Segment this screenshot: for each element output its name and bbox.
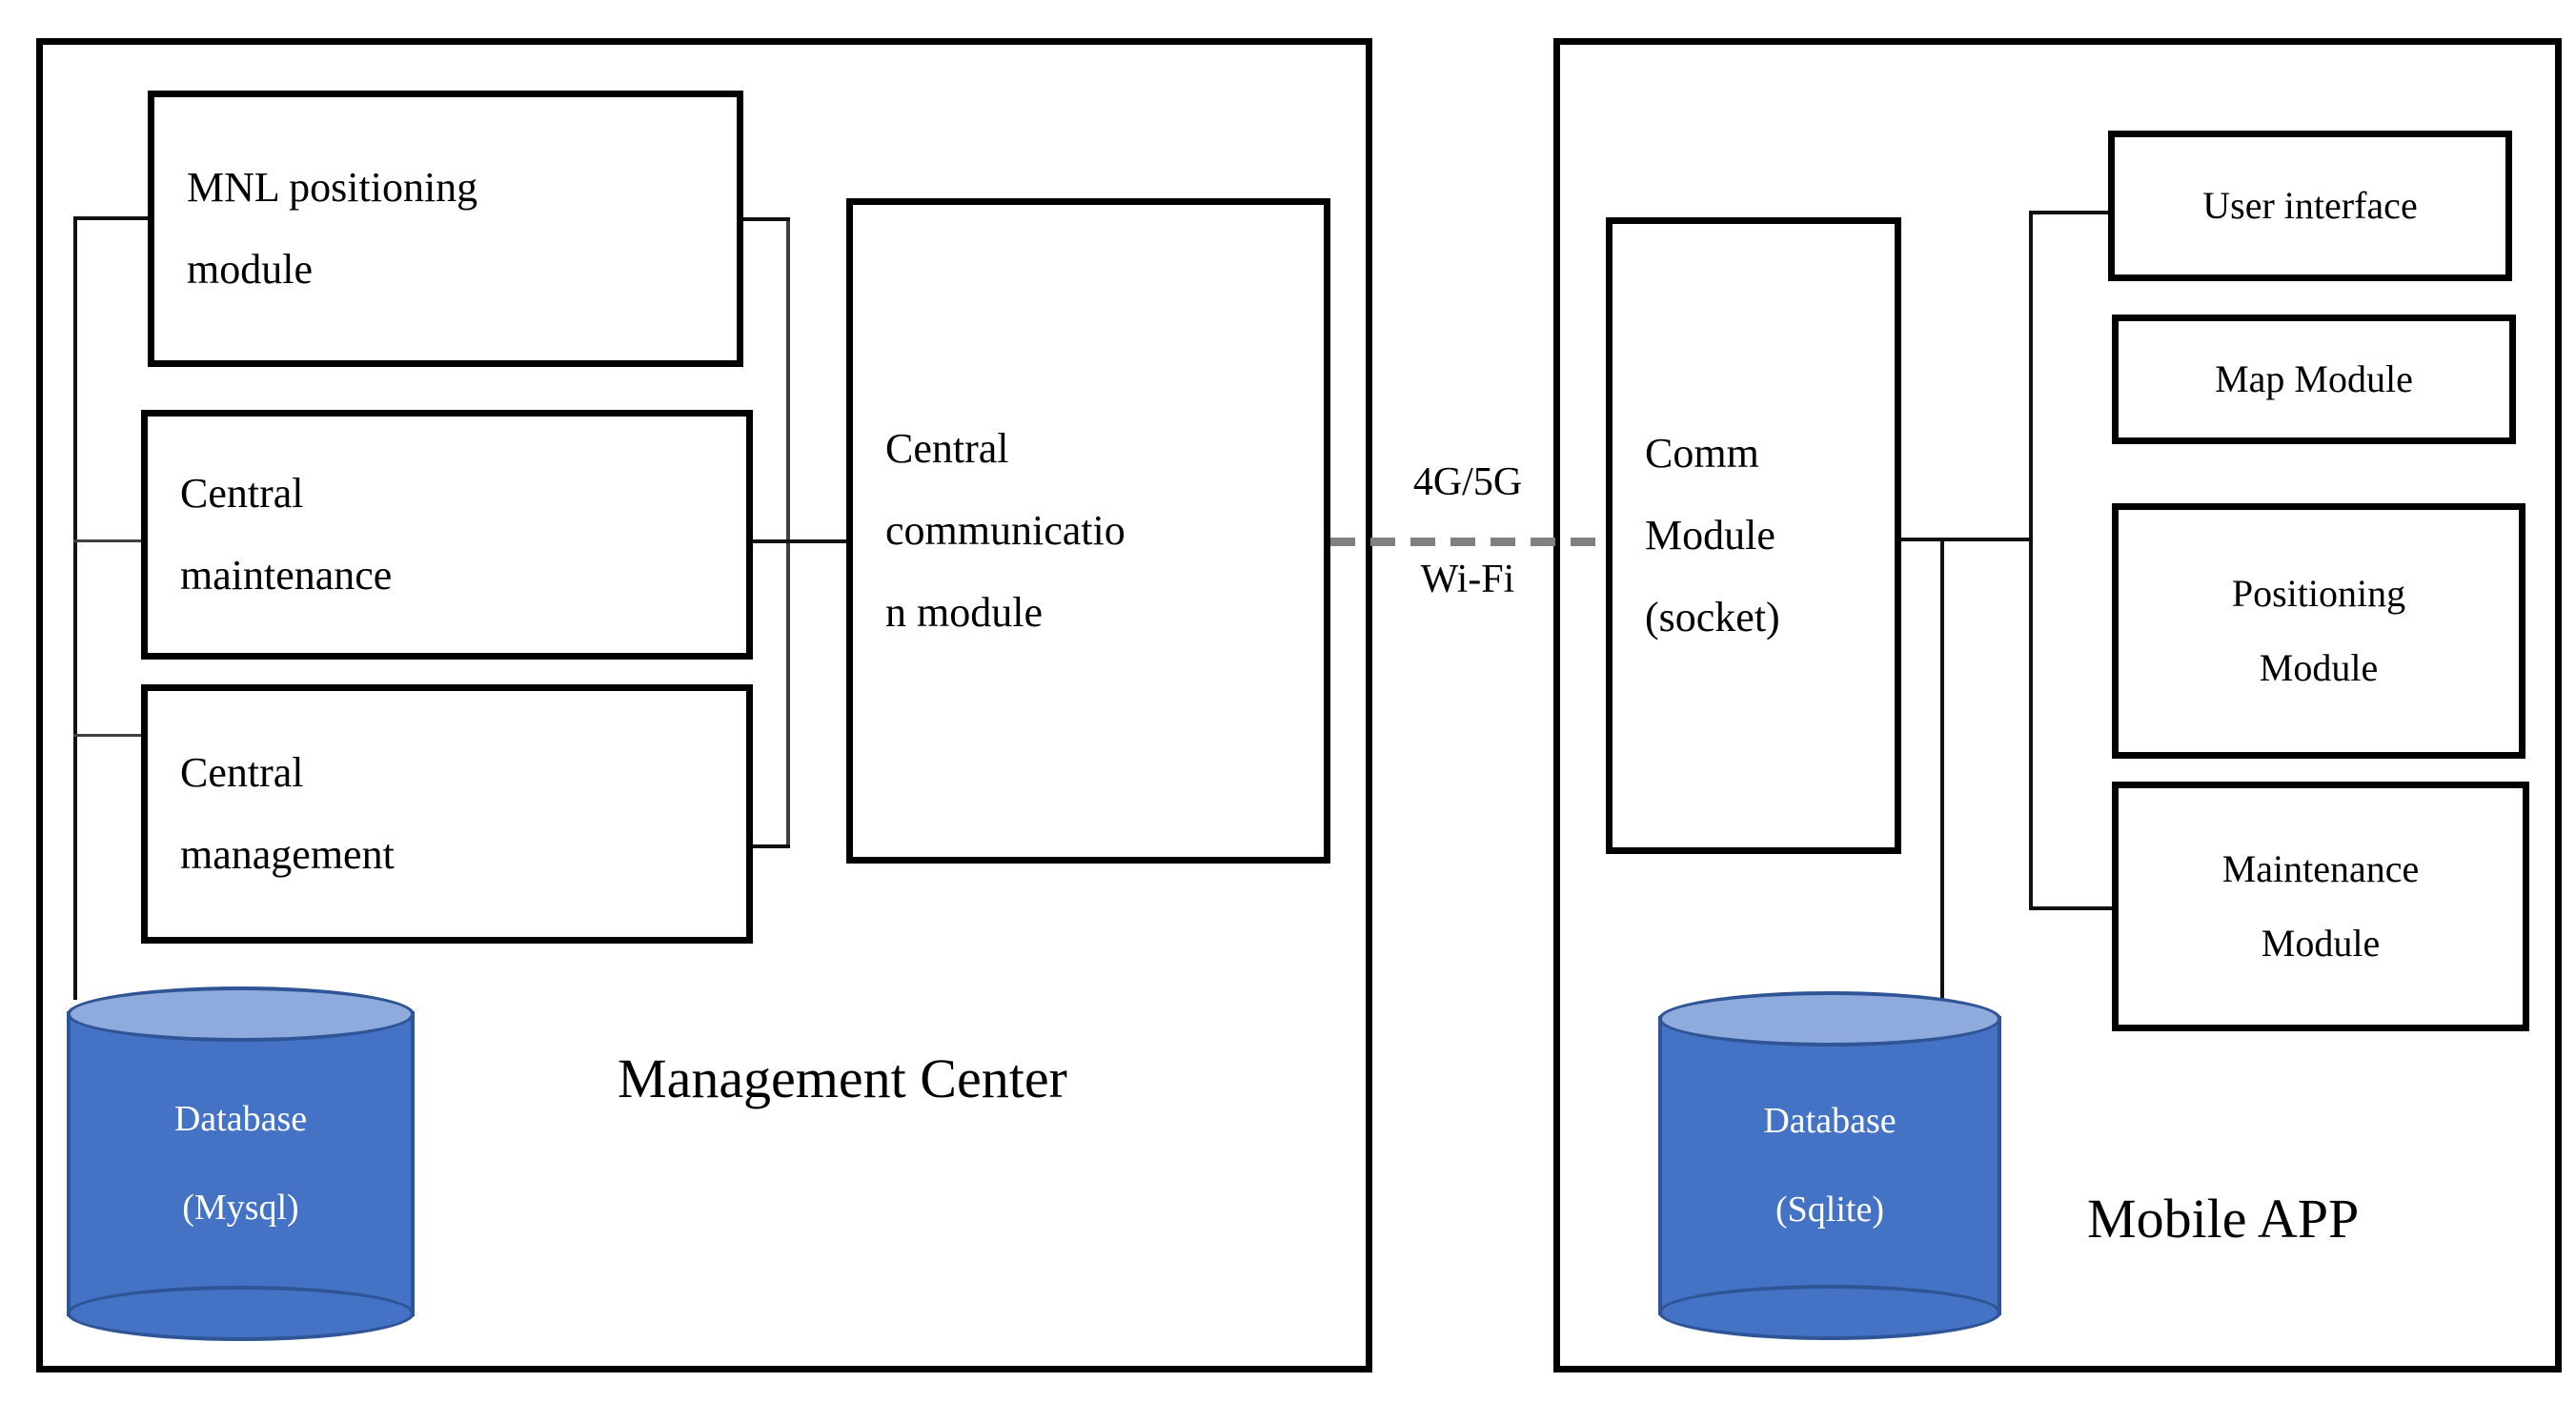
central-communication-module[interactable]: Central communicatio n module <box>846 198 1330 864</box>
mnl-positioning-module-line2: module <box>187 246 313 293</box>
comm-module-line3: (socket) <box>1645 593 1780 640</box>
map-module-label: Map Module <box>2215 357 2413 400</box>
maintenance-module-line2: Module <box>2261 922 2381 965</box>
comm-to-modules-trunk <box>1899 538 2033 541</box>
mnl-positioning-module[interactable]: MNL positioning module <box>148 91 743 367</box>
wireless-link-label-4g5g: 4G/5G <box>1412 460 1523 504</box>
right-stub-management <box>745 844 790 848</box>
maintenance-module[interactable]: Maintenance Module <box>2112 782 2529 1031</box>
maintenance-module-line1: Maintenance <box>2221 847 2420 890</box>
database-mysql-body <box>67 1011 415 1316</box>
database-sqlite-bottom-ellipse <box>1658 1285 2001 1340</box>
database-sqlite-line1: Database <box>1763 1100 1897 1141</box>
comm-module-line2: Module <box>1645 512 1775 559</box>
positioning-module-line1: Positioning <box>2231 572 2406 615</box>
app-stub-user-interface <box>2029 211 2113 214</box>
left-stub-management <box>73 734 148 737</box>
app-stub-maintenance-module <box>2029 906 2113 910</box>
central-management-line1: Central <box>180 749 304 797</box>
central-communication-line2: communicatio <box>885 507 1126 555</box>
database-sqlite[interactable]: Database (Sqlite) <box>1658 991 2001 1340</box>
management-center-caption: Management Center <box>618 1047 1067 1109</box>
comm-to-database-branch <box>1940 538 1944 1005</box>
comm-module-line1: Comm <box>1645 430 1759 478</box>
database-mysql-line1: Database <box>173 1098 308 1139</box>
mobile-app-panel <box>1553 38 2562 1372</box>
mobile-app-caption: Mobile APP <box>2087 1188 2360 1250</box>
database-sqlite-body <box>1658 1016 2001 1315</box>
database-sqlite-line2: (Sqlite) <box>1775 1190 1884 1230</box>
central-maintenance-module[interactable]: Central maintenance <box>141 410 753 660</box>
database-mysql[interactable]: Database (Mysql) <box>67 986 415 1341</box>
database-mysql-line2: (Mysql) <box>182 1188 299 1228</box>
left-module-spine <box>73 216 77 1000</box>
right-module-spine <box>786 217 790 848</box>
modules-to-comm-trunk <box>745 539 850 543</box>
central-communication-line1: Central <box>885 425 1009 473</box>
comm-module-socket[interactable]: Comm Module (socket) <box>1606 217 1901 854</box>
left-stub-maintenance <box>73 539 148 542</box>
user-interface-module[interactable]: User interface <box>2108 131 2512 281</box>
positioning-module[interactable]: Positioning Module <box>2112 503 2525 759</box>
central-management-module[interactable]: Central management <box>141 684 753 944</box>
database-sqlite-top-ellipse <box>1658 991 2001 1047</box>
central-maintenance-line2: maintenance <box>180 552 393 599</box>
central-management-line2: management <box>180 831 395 878</box>
app-module-spine <box>2029 211 2033 910</box>
mnl-positioning-module-line1: MNL positioning <box>187 164 478 212</box>
management-center-panel <box>36 38 1372 1372</box>
left-stub-mnl <box>73 216 152 220</box>
central-communication-line3: n module <box>885 588 1043 636</box>
user-interface-label: User interface <box>2202 184 2418 227</box>
central-maintenance-line1: Central <box>180 470 304 518</box>
map-module[interactable]: Map Module <box>2112 315 2516 444</box>
database-mysql-top-ellipse <box>67 986 415 1042</box>
wireless-link-dashed <box>1330 538 1609 546</box>
database-mysql-bottom-ellipse <box>67 1286 415 1341</box>
right-stub-mnl <box>736 217 790 221</box>
positioning-module-line2: Module <box>2259 646 2379 689</box>
wireless-link-label-wifi: Wi-Fi <box>1420 558 1515 601</box>
